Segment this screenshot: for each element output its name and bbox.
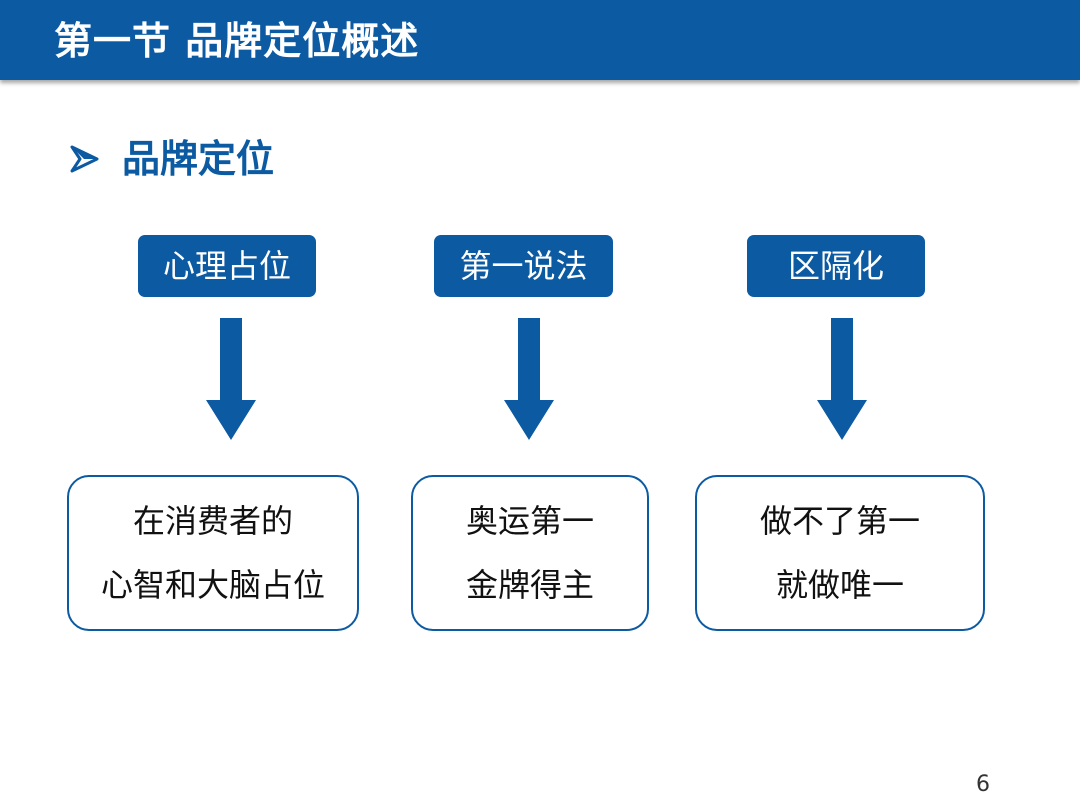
concept-label-psychological-position: 心理占位 <box>138 235 316 297</box>
concept-label-differentiation: 区隔化 <box>747 235 925 297</box>
description-line: 在消费者的 <box>132 502 293 540</box>
down-arrow-icon <box>817 318 867 440</box>
down-arrow-icon <box>504 318 554 440</box>
concept-description-box: 做不了第一 就做唯一 <box>695 475 985 631</box>
description-line: 就做唯一 <box>775 566 904 604</box>
description-line: 心智和大脑占位 <box>100 566 325 604</box>
section-heading-label: 品牌定位 <box>122 137 275 181</box>
page-title: 第一节 品牌定位概述 <box>54 19 420 63</box>
concept-description-box: 奥运第一 金牌得主 <box>411 475 649 631</box>
description-line: 金牌得主 <box>465 566 594 604</box>
section-heading: 品牌定位 <box>70 134 274 184</box>
concept-label-first-claim: 第一说法 <box>434 235 613 297</box>
page-number: 6 <box>976 772 990 797</box>
concept-description-box: 在消费者的 心智和大脑占位 <box>67 475 359 631</box>
description-line: 奥运第一 <box>465 502 594 540</box>
arrowhead-bullet-icon <box>70 145 99 173</box>
header-bar: 第一节 品牌定位概述 <box>0 0 1080 80</box>
down-arrow-icon <box>206 318 256 440</box>
description-line: 做不了第一 <box>759 502 920 540</box>
